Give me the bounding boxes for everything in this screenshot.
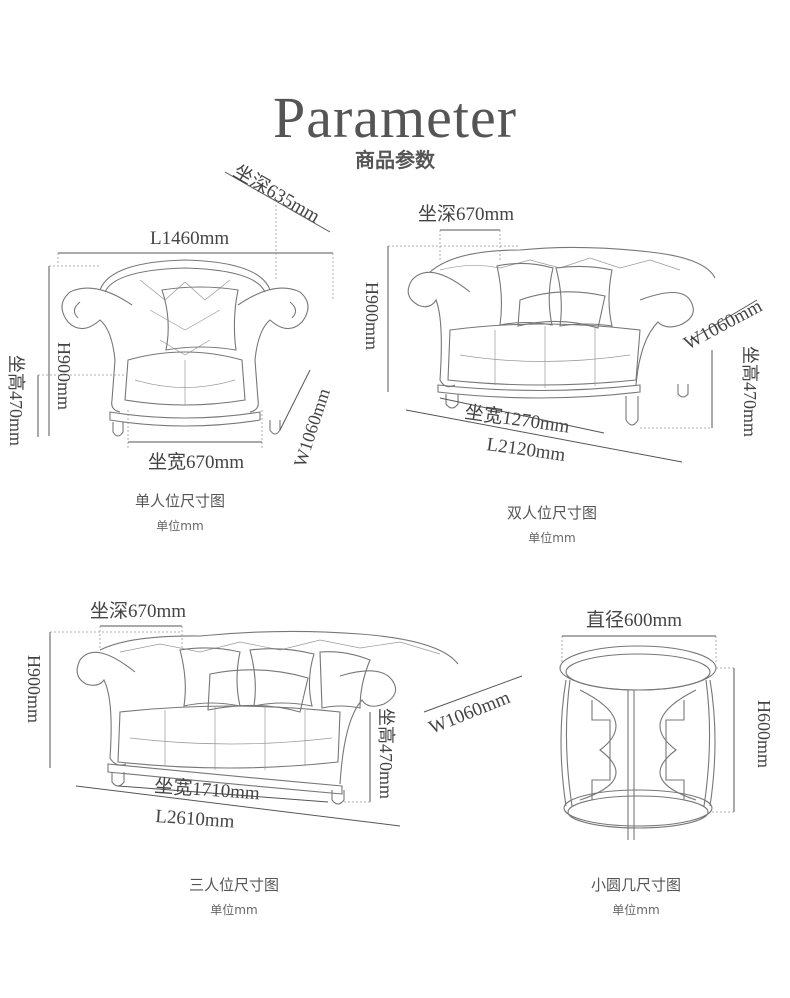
double-caption-block: 双人位尺寸图 单位mm (462, 502, 642, 546)
double-height-label: H900mm (362, 282, 382, 350)
single-sofa-drawing: L1460mm 坐深635mm H900mm 坐高470mm W1060mm 坐… (6, 160, 334, 473)
triple-unit: 单位mm (210, 903, 258, 917)
triple-length-label: L2610mm (155, 806, 236, 832)
side-table-drawing: 直径600mm H600mm (559, 609, 774, 840)
table-caption-block: 小圆几尺寸图 单位mm (546, 874, 726, 918)
triple-height-label: H900mm (24, 655, 44, 723)
double-seat-height-label: 坐高470mm (740, 346, 760, 437)
single-length-label: L1460mm (150, 228, 229, 249)
triple-seat-width-label: 坐宽1710mm (154, 775, 261, 804)
table-caption: 小圆几尺寸图 (590, 876, 681, 894)
single-seat-width-label: 坐宽670mm (148, 451, 244, 473)
single-width-label: W1060mm (290, 386, 334, 469)
triple-caption: 三人位尺寸图 (188, 876, 279, 894)
single-height-label: H900mm (54, 342, 74, 410)
single-caption: 单人位尺寸图 (134, 492, 225, 510)
single-seat-depth-label: 坐深635mm (230, 160, 324, 227)
triple-sofa-drawing: 坐深670mm H900mm W1060mm 坐高470mm 坐宽1710mm … (24, 600, 523, 833)
single-caption-block: 单人位尺寸图 单位mm (90, 490, 270, 534)
double-unit: 单位mm (528, 531, 576, 545)
table-diameter-label: 直径600mm (586, 609, 682, 631)
triple-seat-depth-label: 坐深670mm (90, 600, 186, 622)
double-length-label: L2120mm (485, 434, 567, 466)
double-seat-depth-label: 坐深670mm (418, 203, 514, 225)
table-unit: 单位mm (612, 903, 660, 917)
double-sofa-drawing: 坐深670mm H900mm W1060mm 坐高470mm 坐宽1270mm … (362, 203, 766, 466)
triple-seat-height-label: 坐高470mm (376, 708, 396, 799)
double-seat-width-label: 坐宽1270mm (463, 401, 571, 438)
table-height-label: H600mm (754, 700, 774, 768)
page-title: Parameter (272, 85, 518, 150)
single-unit: 单位mm (156, 519, 204, 533)
triple-caption-block: 三人位尺寸图 单位mm (144, 874, 324, 918)
single-seat-height-label: 坐高470mm (6, 355, 26, 446)
double-caption: 双人位尺寸图 (506, 504, 597, 522)
page-subtitle: 商品参数 (355, 148, 435, 172)
